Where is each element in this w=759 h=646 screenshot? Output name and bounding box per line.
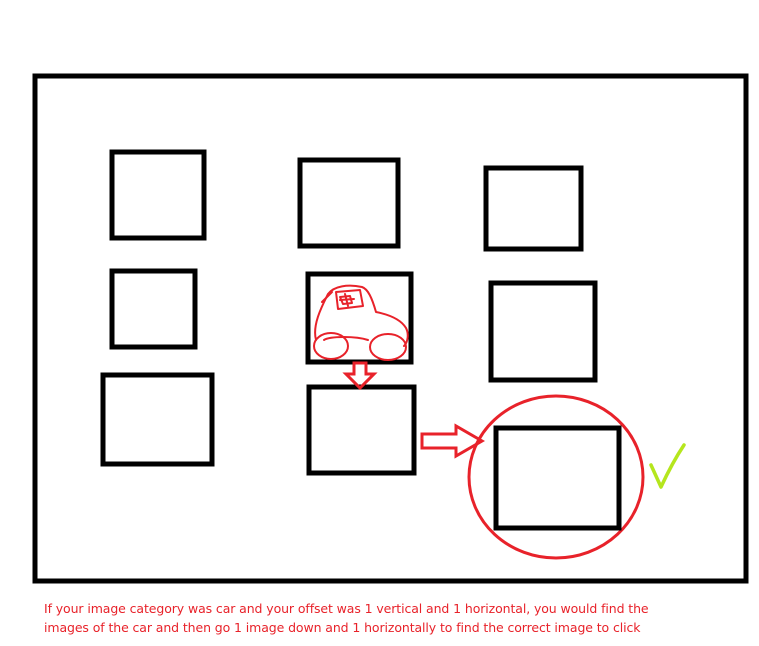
image-tile-r1c1	[109, 149, 207, 241]
caption: If your image category was car and your …	[44, 599, 744, 637]
image-tile-r1c3	[483, 165, 584, 252]
highlight-circle	[467, 394, 645, 560]
image-tile-r2c1	[109, 268, 198, 350]
caption-line-1: If your image category was car and your …	[44, 601, 649, 616]
caption-line-2: images of the car and then go 1 image do…	[44, 620, 641, 635]
image-tile-r2c3	[488, 280, 598, 383]
check-mark-icon	[649, 443, 686, 489]
outer-frame	[32, 73, 749, 584]
car-sketch-icon	[313, 284, 409, 361]
image-tile-r1c2	[297, 157, 401, 249]
image-tile-r3c3-target	[493, 425, 622, 531]
right-arrow-icon	[420, 423, 486, 459]
image-tile-r3c1	[100, 372, 215, 467]
image-tile-r3c2	[306, 384, 417, 476]
down-arrow-icon	[342, 361, 378, 391]
